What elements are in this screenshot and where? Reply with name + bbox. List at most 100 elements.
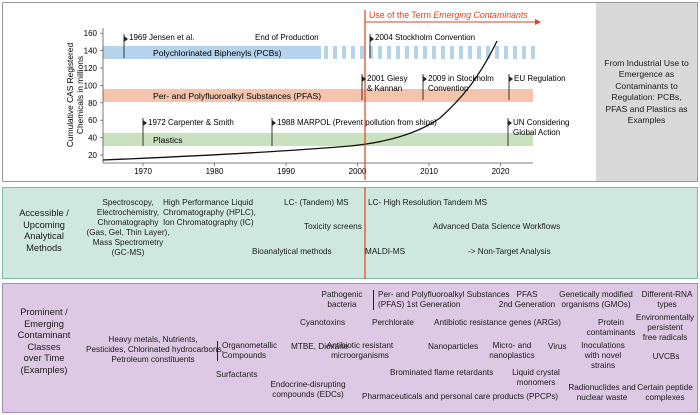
pfas-band: [103, 89, 533, 102]
event-stockholm-2009: 2009 in Stockholm Convention: [422, 74, 494, 100]
x-tick-label: 1980: [206, 167, 224, 176]
pcb-dash: [423, 46, 427, 59]
pcb-dash: [360, 46, 364, 59]
pcb-dash: [432, 46, 436, 59]
class-surfactants: Surfactants: [216, 370, 258, 379]
event-marpol-label: 1988 MARPOL (Prevent pollution from ship…: [277, 118, 437, 127]
y-tick-label: 40: [88, 134, 97, 143]
method-nta: -> Non-Target Analysis: [468, 247, 551, 256]
pcb-band-label: Polychlorinated Biphenyls (PCBs): [153, 48, 282, 58]
x-tick-label: 1970: [134, 167, 152, 176]
method-maldi: MALDI-MS: [365, 247, 406, 256]
event-jensen-label: 1969 Jensen et al.: [129, 33, 194, 42]
event-stockholm-2004-label: 2004 Stockholm Convention: [375, 33, 475, 42]
event-stockholm-2009-label-1: 2009 in Stockholm: [428, 74, 494, 83]
pcb-dash: [405, 46, 409, 59]
y-tick-label: 120: [84, 64, 98, 73]
pcb-dash: [504, 46, 508, 59]
pcb-dash: [468, 46, 472, 59]
plastics-band-label: Plastics: [153, 135, 183, 145]
pcb-dash: [477, 46, 481, 59]
event-stockholm-2004: 2004 Stockholm Convention: [369, 33, 475, 58]
pfas-band-label: Per- and Polyfluoroalkyl Substances (PFA…: [153, 91, 321, 101]
cas-growth-curve: [102, 40, 498, 161]
class-perchlorate: Perchlorate: [372, 318, 414, 327]
event-carpenter: 1972 Carpenter & Smith: [142, 118, 234, 146]
event-un: UN Considering Global Action: [507, 118, 569, 146]
event-marpol: 1988 MARPOL (Prevent pollution from ship…: [271, 118, 437, 146]
emerging-arrow-head: [535, 19, 541, 25]
class-virus: Virus: [548, 342, 567, 351]
event-un-label-1: UN Considering: [513, 118, 569, 127]
methods-panel: [2, 187, 698, 279]
pcb-dash: [441, 46, 445, 59]
x-tick-label: 1990: [277, 167, 295, 176]
method-lc-hrms: LC- High Resolution Tandem MS: [368, 198, 488, 207]
class-uvcbs: UVCBs: [652, 352, 680, 361]
class-args: Antibiotic resistance genes (ARGs): [434, 318, 561, 327]
x-tick-label: 2020: [492, 167, 510, 176]
class-ppcps: Pharmaceuticals and personal care produc…: [362, 392, 559, 401]
method-spectroscopy: Spectroscopy,Electrochemistry,Chromatogr…: [86, 198, 170, 257]
pcb-dash: [486, 46, 490, 59]
class-brominated: Brominated flame retardants: [390, 368, 494, 377]
event-un-label-2: Global Action: [513, 128, 560, 137]
pcb-dash: [450, 46, 454, 59]
method-toxicity: Toxicity screens: [304, 222, 362, 231]
plastics-band: [103, 133, 533, 146]
pcb-dash: [495, 46, 499, 59]
method-lc-ms: LC- (Tandem) MS: [284, 198, 349, 207]
event-giesy-label-2: & Kannan: [367, 84, 402, 93]
pcb-dash: [522, 46, 526, 59]
y-tick-label: 100: [84, 81, 98, 90]
y-axis-label-line1: Cumulative CAS Registered: [65, 43, 75, 148]
pcb-dash: [396, 46, 400, 59]
class-cyanotoxins: Cyanotoxins: [300, 318, 346, 327]
pcb-dash: [531, 46, 535, 59]
class-pfas-1st: Per- and Polyfluoroalkyl Substances(PFAS…: [373, 290, 510, 310]
pcb-dash: [333, 46, 337, 59]
event-giesy-label-1: 2001 Giesy: [367, 74, 407, 83]
pcb-band-dashes: [324, 46, 535, 59]
side-note: From Industrial Use to Emergence as Cont…: [596, 3, 697, 181]
pcb-dash: [513, 46, 517, 59]
event-end-production: End of Production: [255, 33, 319, 42]
method-data-science: Advanced Data Science Workflows: [433, 222, 561, 231]
pcb-dash: [414, 46, 418, 59]
class-mtbe: MTBE, Dioxane: [291, 342, 349, 351]
event-jensen: 1969 Jensen et al.: [123, 33, 194, 58]
pcb-dash: [369, 46, 373, 59]
event-giesy: 2001 Giesy & Kannan: [361, 74, 407, 100]
y-axis-label-line2: Chemicals in millions: [75, 56, 85, 134]
y-tick-label: 160: [84, 29, 98, 38]
pcb-band: [103, 46, 321, 59]
timeline-chart: Polychlorinated Biphenyls (PCBs) Per- an…: [65, 10, 569, 180]
event-eu-regulation-label: EU Regulation: [514, 74, 566, 83]
y-tick-label: 60: [88, 116, 97, 125]
pcb-dash: [351, 46, 355, 59]
event-carpenter-label: 1972 Carpenter & Smith: [148, 118, 234, 127]
class-heavy-metals: Heavy metals, Nutrients,Pesticides, Chlo…: [86, 335, 224, 364]
classes-panel: [2, 283, 698, 413]
pcb-dash: [459, 46, 463, 59]
emerging-label: Use of the Term Emerging Contaminants: [369, 10, 528, 20]
y-tick-label: 20: [88, 151, 97, 160]
y-tick-label: 140: [84, 47, 98, 56]
